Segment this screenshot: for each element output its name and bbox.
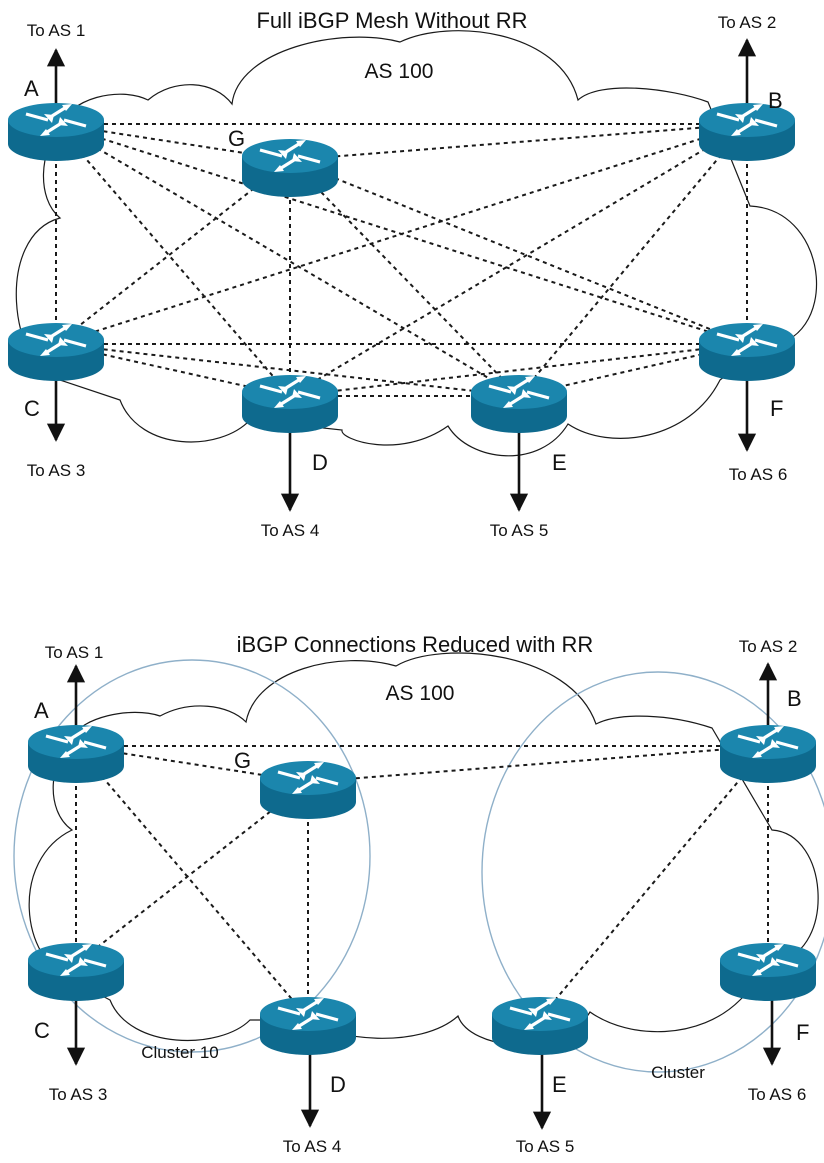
bottom-session-g-b xyxy=(307,745,769,783)
router-label-b: B xyxy=(787,686,802,711)
router-a-icon xyxy=(6,101,106,163)
external-label-d: To AS 4 xyxy=(283,1137,342,1156)
cluster-right-ring xyxy=(481,671,824,1073)
router-e-icon xyxy=(469,373,569,435)
bottom-session-a-d xyxy=(75,745,309,1019)
external-label-f: To AS 6 xyxy=(748,1085,807,1104)
router-label-c: C xyxy=(24,396,40,421)
top-session-e-g xyxy=(289,159,520,397)
router-label-g: G xyxy=(228,126,245,151)
top-session-c-e xyxy=(55,343,520,397)
external-label-e: To AS 5 xyxy=(516,1137,575,1156)
external-label-a: To AS 1 xyxy=(27,21,86,40)
external-label-d: To AS 4 xyxy=(261,521,320,540)
full-mesh-diagram: Full iBGP Mesh Without RR AS 100 A B C D xyxy=(6,8,818,540)
top-as-cloud xyxy=(15,30,818,457)
bottom-session-b-e xyxy=(539,745,769,1019)
bottom-routers xyxy=(26,723,818,1057)
top-ibgp-sessions xyxy=(55,123,748,397)
bottom-external-links xyxy=(66,662,782,1130)
cluster-10-ring xyxy=(13,659,371,1053)
top-session-f-g xyxy=(289,159,748,345)
bottom-as-cloud xyxy=(28,652,819,1046)
router-g-icon xyxy=(240,137,340,199)
router-label-g: G xyxy=(234,748,251,773)
top-session-b-g xyxy=(289,123,748,161)
top-session-b-e xyxy=(518,123,748,397)
top-title: Full iBGP Mesh Without RR xyxy=(256,8,527,33)
route-reflector-diagram: iBGP Connections Reduced with RR AS 100 … xyxy=(13,632,824,1156)
top-session-b-d xyxy=(289,123,748,397)
router-label-d: D xyxy=(330,1072,346,1097)
top-session-a-e xyxy=(55,123,520,397)
top-session-b-c xyxy=(55,123,748,345)
bottom-ibgp-sessions xyxy=(75,745,769,1019)
cluster-right-label: Cluster xyxy=(651,1063,705,1082)
top-session-a-d xyxy=(55,123,291,397)
external-label-b: To AS 2 xyxy=(739,637,798,656)
external-label-b: To AS 2 xyxy=(718,13,777,32)
router-label-e: E xyxy=(552,1072,567,1097)
top-as-label: AS 100 xyxy=(365,60,434,83)
router-label-d: D xyxy=(312,450,328,475)
router-d-icon xyxy=(258,995,358,1057)
router-label-f: F xyxy=(796,1020,809,1045)
router-f-icon xyxy=(697,321,797,383)
router-e-icon xyxy=(490,995,590,1057)
router-label-e: E xyxy=(552,450,567,475)
router-c-icon xyxy=(26,941,126,1003)
external-label-c: To AS 3 xyxy=(49,1085,108,1104)
bottom-external-labels: To AS 1 To AS 2 To AS 3 To AS 4 To AS 5 … xyxy=(45,637,807,1156)
router-label-a: A xyxy=(34,698,49,723)
top-session-c-g xyxy=(55,159,291,345)
router-g-icon xyxy=(258,759,358,821)
bottom-session-g-c xyxy=(75,781,309,965)
router-label-f: F xyxy=(770,396,783,421)
router-label-a: A xyxy=(24,76,39,101)
router-d-icon xyxy=(240,373,340,435)
external-label-c: To AS 3 xyxy=(27,461,86,480)
top-router-labels: A B C D E F G xyxy=(24,76,783,475)
top-external-labels: To AS 1 To AS 2 To AS 3 To AS 4 To AS 5 … xyxy=(27,13,788,540)
router-label-c: C xyxy=(34,1018,50,1043)
cluster-10-label: Cluster 10 xyxy=(141,1043,218,1062)
router-c-icon xyxy=(6,321,106,383)
external-label-f: To AS 6 xyxy=(729,465,788,484)
router-a-icon xyxy=(26,723,126,785)
router-b-icon xyxy=(718,723,818,785)
router-f-icon xyxy=(718,941,818,1003)
bottom-as-label: AS 100 xyxy=(386,682,455,705)
bottom-title: iBGP Connections Reduced with RR xyxy=(237,632,594,657)
external-label-e: To AS 5 xyxy=(490,521,549,540)
external-label-a: To AS 1 xyxy=(45,643,104,662)
router-label-b: B xyxy=(768,88,783,113)
bottom-router-labels: A B C D E F G xyxy=(34,686,809,1097)
